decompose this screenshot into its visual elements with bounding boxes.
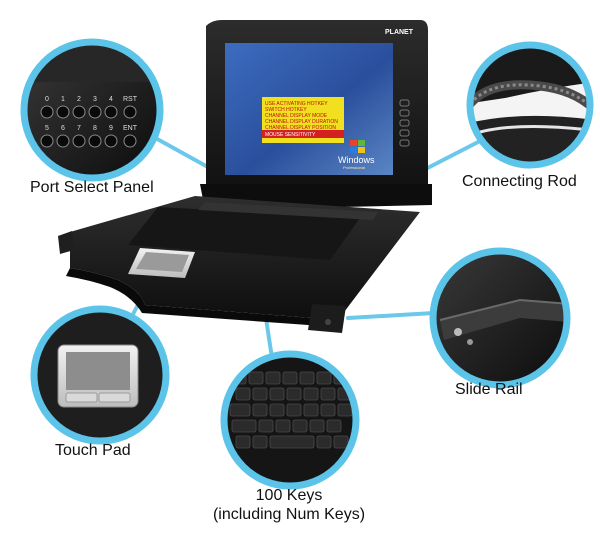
- osd-line: CHANNEL DISPLAY POSITION: [265, 125, 336, 131]
- port-key-label: RST: [123, 96, 138, 103]
- osd-buttons: [399, 99, 410, 147]
- touch-pad-ring: [30, 305, 170, 445]
- port-number-label: 3: [93, 96, 97, 103]
- osd-line: MOUSE SENSITIVITY: [265, 132, 316, 138]
- osd-line: CHANNEL DISPLAY DURATION: [265, 119, 338, 125]
- left-mount-bracket: [58, 231, 74, 254]
- port-number-label: 8: [93, 125, 97, 132]
- slide-rail-callout: [429, 247, 571, 389]
- port-number-label: 1: [61, 96, 65, 103]
- keys-label: 100 Keys (including Num Keys): [204, 486, 374, 524]
- port-button: [72, 105, 86, 119]
- port-number-label: 0: [45, 96, 49, 103]
- port-select-label: Port Select Panel: [30, 179, 154, 196]
- slide-rail-label: Slide Rail: [455, 381, 523, 398]
- port-button: [123, 105, 137, 119]
- connecting-rod-callout: [466, 41, 594, 169]
- keyboard-area: [128, 207, 360, 260]
- touch-pad-label: Touch Pad: [55, 442, 131, 459]
- connecting-rod-label: Connecting Rod: [462, 173, 577, 190]
- rail-screw: [325, 319, 331, 325]
- port-button: [40, 134, 54, 148]
- keys-ring: [220, 350, 360, 490]
- right-slide-rail: [308, 304, 346, 333]
- keys-label-line2: (including Num Keys): [212, 506, 366, 523]
- port-number-label: 2: [77, 96, 81, 103]
- port-key-label: ENT: [123, 125, 138, 132]
- port-select-strip: [198, 202, 378, 220]
- port-button: [56, 105, 70, 119]
- brand-logo: PLANET: [385, 29, 414, 36]
- slide-rail-ring: [429, 247, 571, 389]
- lcd-monitor: USE ACTIVATING HOTKEY SWITCH HOTKEY CHAN…: [200, 20, 432, 210]
- touch-pad-callout: [30, 305, 170, 445]
- port-number-label: 7: [77, 125, 81, 132]
- port-button: [123, 134, 137, 148]
- port-select-callout: 0 1 2 3 4 RST 5 6 7 8 9 ENT: [20, 38, 164, 182]
- touch-pad-surface: [136, 252, 189, 272]
- port-button: [104, 134, 118, 148]
- osd-line: CHANNEL DISPLAY MODE: [265, 113, 328, 119]
- osd-line: SWITCH HOTKEY: [265, 107, 307, 113]
- os-logo-word: Windows: [338, 155, 375, 165]
- port-button: [88, 105, 102, 119]
- port-button: [72, 134, 86, 148]
- port-select-ring: [20, 38, 164, 182]
- osd-line: USE ACTIVATING HOTKEY: [265, 101, 328, 107]
- port-button: [40, 105, 54, 119]
- os-logo-edition: Professional: [343, 165, 365, 170]
- port-number-label: 6: [61, 125, 65, 132]
- keys-callout: [220, 350, 360, 490]
- keys-label-line1: 100 Keys: [255, 487, 323, 504]
- port-number-label: 5: [45, 125, 49, 132]
- slide-rail-leader-line: [346, 311, 436, 320]
- connecting-rod-ring: [466, 41, 594, 169]
- osd-menu-highlight: [262, 130, 344, 138]
- port-button: [104, 105, 118, 119]
- port-number-label: 4: [109, 96, 113, 103]
- port-button: [88, 134, 102, 148]
- keyboard-tray: [58, 196, 420, 333]
- windows-flag-icon: [350, 140, 365, 153]
- port-button: [56, 134, 70, 148]
- port-number-label: 9: [109, 125, 113, 132]
- port-select-buttons: 0 1 2 3 4 RST 5 6 7 8 9 ENT: [40, 96, 138, 148]
